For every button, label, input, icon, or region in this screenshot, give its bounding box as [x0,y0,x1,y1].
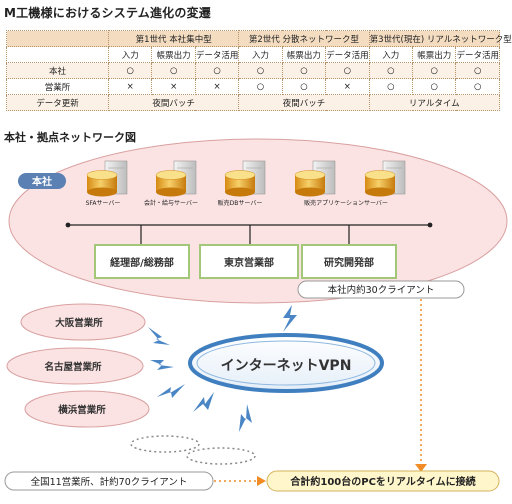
dept-label-accounting: 経理部/総務部 [110,256,174,269]
dept-label-rnd: 研究開発部 [324,256,374,269]
update-gen-1: 夜間バッチ [108,94,240,111]
arrow-head-icon [415,464,427,472]
vpn-label: インターネットVPN [221,358,352,374]
lan-node [65,222,71,228]
col-data: データ活用 [325,46,370,63]
row-label-hq: 本社 [5,62,110,79]
server-icon [364,160,406,197]
gen-1-header: 第1世代 本社集中型 [108,30,240,47]
hq-badge [18,173,66,189]
office-placeholder [186,447,256,465]
dept-box-accounting [94,244,190,279]
col-data: データ活用 [194,46,240,63]
hq-badge-label: 本社 [32,175,52,188]
dept-box-rnd [301,244,397,279]
lightning-icon [283,305,297,332]
col-report: 帳票出力 [412,46,457,63]
table-cell: × [151,78,196,95]
network-title: 本社・拠点ネットワーク図 [4,131,136,144]
summary-pill [266,470,500,492]
col-data: データ活用 [455,46,500,63]
table-cell: ○ [194,62,240,79]
server-icon [155,160,197,197]
table-cell: ○ [108,62,153,79]
col-input: 入力 [368,46,414,63]
update-gen-2: 夜間バッチ [238,94,370,111]
lightning-icon [148,327,170,345]
col-report: 帳票出力 [281,46,327,63]
office-nagoya [6,347,144,385]
table-cell: × [325,78,370,95]
office-placeholder [130,435,200,453]
office-nagoya-label: 名古屋営業所 [44,361,102,373]
server-label-sfa: SFAサーバー [86,200,121,207]
branch-clients-pill [4,471,214,491]
lightning-icon [157,384,185,398]
hq-clients-pill [297,280,465,299]
col-input: 入力 [238,46,283,63]
col-input: 入力 [108,46,153,63]
lan-node [427,222,433,228]
summary-label: 合計約100台のPCをリアルタイムに接続 [289,475,475,488]
table-cell: × [108,78,153,95]
vpn-cloud-inner [196,340,376,386]
office-osaka-label: 大阪営業所 [55,317,103,329]
dept-box-tokyo [199,244,299,279]
update-gen-3: リアルタイム [368,94,501,111]
branch-clients-label: 全国11営業所、計約70クライアント [31,476,188,488]
server-icon [224,160,266,197]
lightning-icon [239,404,252,432]
server-label-accounting: 会計・給与サーバー [144,199,198,207]
table-cell: ○ [325,62,370,79]
arrow-head-icon [257,476,266,486]
hq-clients-label: 本社内約30クライアント [328,284,435,296]
dept-label-tokyo: 東京営業部 [224,256,274,269]
server-icon [294,160,336,197]
lightning-icon [150,360,174,370]
office-yokohama [24,390,150,428]
vpn-cloud [188,333,384,393]
evolution-table: 第1世代 本社集中型 第2世代 分散ネットワーク型 第3世代(現在) リアルネッ… [5,30,512,111]
lightning-icon [193,392,214,412]
server-label-salesdb: 販売DBサーバー [218,199,263,207]
office-yokohama-label: 横浜営業所 [58,404,106,416]
server-label-salesapp: 販売アプリケーションサーバー [304,199,388,207]
office-osaka [20,303,146,341]
gen-3-header: 第3世代(現在) リアルネットワーク型 [368,30,512,47]
row-label-update: データ更新 [5,94,110,111]
table-cell: ○ [412,78,457,95]
table-corner [5,30,110,47]
table-corner-2 [5,46,110,63]
server-icon [86,160,128,197]
page-title: M工機様におけるシステム進化の変遷 [4,6,211,20]
